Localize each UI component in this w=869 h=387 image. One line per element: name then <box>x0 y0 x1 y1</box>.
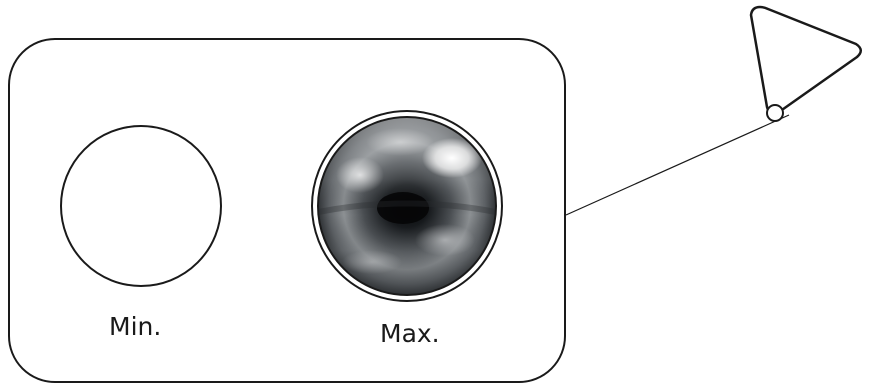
min-label: Min. <box>109 312 161 341</box>
triangle-pendant-icon <box>751 7 861 121</box>
empty-circle-icon <box>61 126 221 286</box>
pendant-hole <box>767 105 783 121</box>
max-label: Max. <box>380 319 440 348</box>
connector-line <box>566 115 789 215</box>
